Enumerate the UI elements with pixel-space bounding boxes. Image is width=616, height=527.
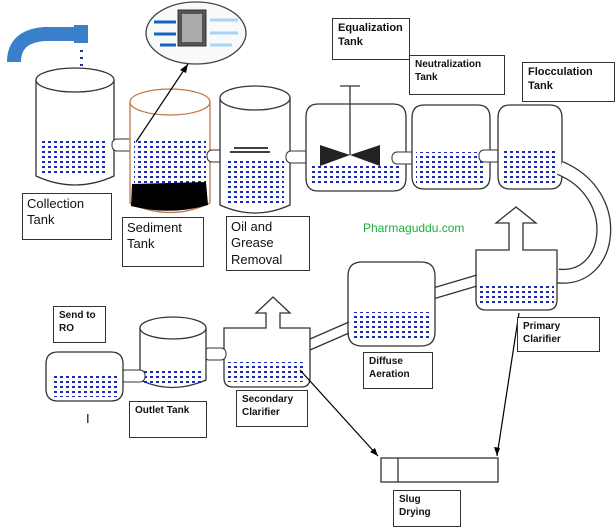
pipe [309,321,350,351]
outlet-tank [139,316,207,389]
primary-clarifier [475,206,558,311]
connecting-pipe [556,161,612,284]
sediment-tank [129,88,211,214]
diffuse-aeration-label: Diffuse Aeration [363,352,433,389]
sediment-tank-label: Sediment Tank [122,217,204,267]
secondary-clarifier [223,296,311,388]
sludge-arrow [299,369,379,457]
filter-screen-icon [135,1,247,143]
flocculation-tank-label: Flocculation Tank [522,62,615,102]
diffuse-aeration-tank [347,261,436,347]
agitator-icon [320,85,380,166]
equalization-tank-label: Equalization Tank [332,18,410,60]
pipe [203,347,227,361]
sludge-arrow [494,312,520,457]
neutralization-tank [411,104,491,190]
oil-grease-tank [219,85,291,214]
send-to-ro-label: Send to RO [53,306,106,343]
outlet-tank-label: Outlet Tank [129,401,207,438]
collection-tank-label: Collection Tank [22,193,112,240]
pipe [432,274,478,300]
stray-mark: I [86,411,90,426]
neutralization-tank-label: Neutralization Tank [409,55,505,95]
inlet-pipe-icon [7,25,88,73]
flocculation-tank [497,104,563,190]
ro-tank [45,351,124,402]
pipe [119,369,146,383]
oil-grease-label: Oil and Grease Removal [226,216,310,271]
watermark: Pharmaguddu.com [363,221,465,235]
collection-tank [35,67,115,186]
slug-drying-label: Slug Drying [393,490,461,527]
primary-clarifier-label: Primary Clarifier [517,317,600,352]
secondary-clarifier-label: Secondary Clarifier [236,390,308,427]
equalization-tank [305,103,407,192]
slug-drying-bed [380,457,499,483]
